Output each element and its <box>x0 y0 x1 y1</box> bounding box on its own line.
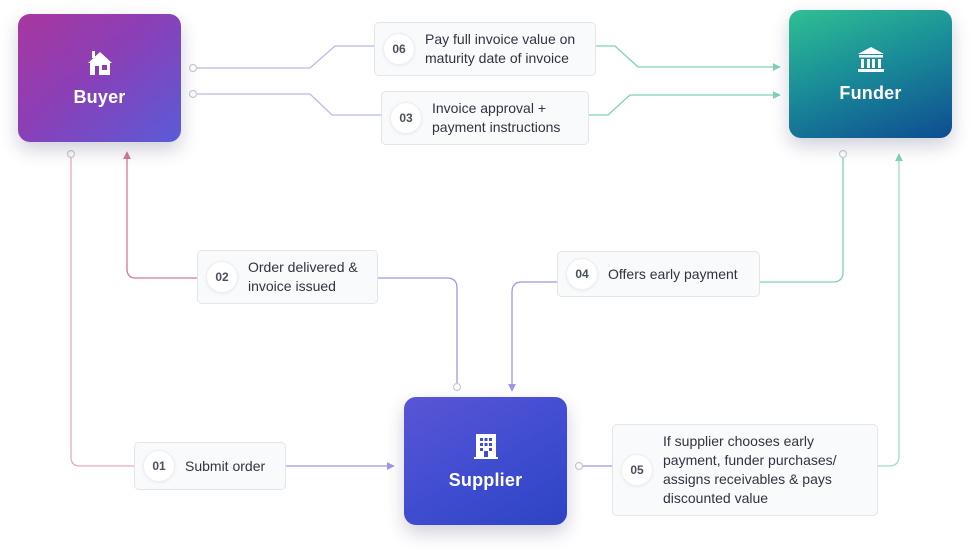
step-05-card: 05 If supplier chooses early payment, fu… <box>612 424 878 516</box>
step-text: Submit order <box>185 457 266 474</box>
step-03-card: 03 Invoice approval + payment instructio… <box>381 91 589 145</box>
connector-01 <box>66 149 395 470</box>
step-text: Invoice approval + payment instructions <box>432 100 561 135</box>
step-badge: 03 <box>390 102 422 134</box>
step-01-card: 01 Submit order <box>134 442 286 490</box>
step-text: Pay full invoice value on maturity date … <box>425 31 576 66</box>
supplier-node: Supplier <box>404 397 567 525</box>
connector-04 <box>508 149 848 392</box>
connector-02 <box>123 151 462 392</box>
step-badge: 05 <box>621 454 653 486</box>
step-badge: 04 <box>566 258 598 290</box>
connector-05 <box>574 153 903 471</box>
house-icon <box>87 50 112 75</box>
step-badge: 02 <box>206 261 238 293</box>
buyer-node: Buyer <box>18 14 181 142</box>
step-badge: 01 <box>143 450 175 482</box>
step-04-card: 04 Offers early payment <box>557 251 760 297</box>
office-building-icon <box>473 433 498 459</box>
connector-03 <box>188 89 781 116</box>
buyer-label: Buyer <box>73 86 126 107</box>
step-text: Offers early payment <box>608 265 738 282</box>
step-02-card: 02 Order delivered & invoice issued <box>197 250 378 304</box>
connector-06 <box>188 45 781 73</box>
funder-node: Funder <box>789 10 952 138</box>
funder-label: Funder <box>839 82 902 103</box>
step-text: Order delivered & invoice issued <box>248 259 358 294</box>
supplier-label: Supplier <box>448 469 523 490</box>
step-text: If supplier chooses early payment, funde… <box>663 433 837 506</box>
step-badge: 06 <box>383 33 415 65</box>
bank-icon <box>857 46 884 72</box>
step-06-card: 06 Pay full invoice value on maturity da… <box>374 22 596 76</box>
